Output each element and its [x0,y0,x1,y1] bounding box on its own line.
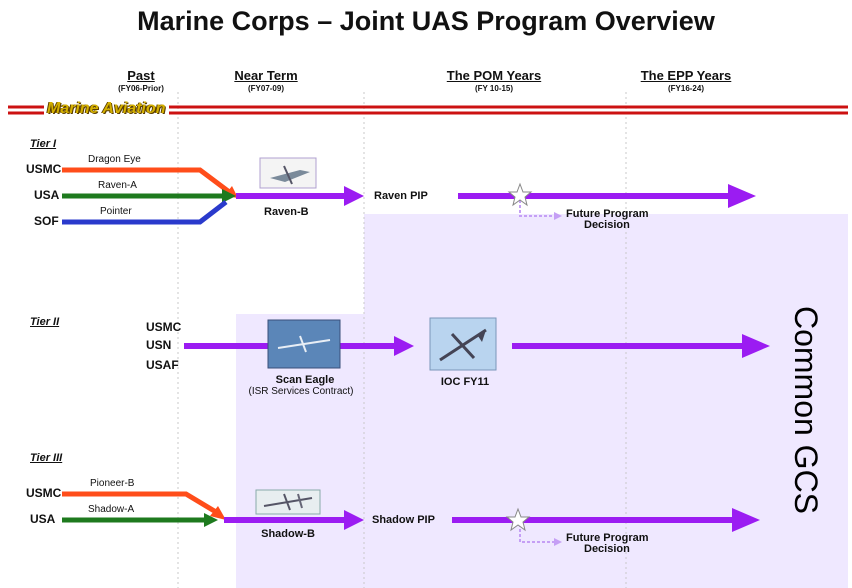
tier1-decision-line2: Decision [584,219,630,231]
tier1-decision-line1: Future Program [566,208,649,220]
tier2-label: Tier II [30,316,60,328]
shadow-b-photo-icon [255,489,321,515]
tier1-usmc-line [62,167,234,196]
tier2-system: Scan Eagle [275,374,335,386]
star-icon [507,182,533,207]
tier3-system-shadow-a: Shadow-A [88,504,135,515]
tier1-service-sof: SOF [34,214,59,228]
tier3-usmc-arrowhead [210,506,226,520]
column-sub-epp-years: (FY16-24) [667,84,704,93]
tier2-arrow1-head [394,336,414,356]
tier3-label: Tier III [30,452,63,464]
star-icon [505,507,531,532]
tier3-near-arrowhead [344,510,364,530]
tier1-near-arrowhead [344,186,364,206]
tier3-service-usmc: USMC [26,486,62,500]
scan-eagle-photo-icon [267,319,341,369]
tier3-decision-line2: Decision [584,543,630,555]
tier3-decision-arrowhead [554,538,562,546]
tier3-pip: Shadow PIP [372,514,435,526]
column-header-epp-years: The EPP Years [640,68,732,83]
tier1-near-system: Raven-B [264,206,309,218]
tier3-service-usa: USA [30,512,56,526]
tier3-system-pioneer-b: Pioneer-B [90,478,135,489]
page-title: Marine Corps – Joint UAS Program Overvie… [137,6,715,36]
tier3-usmc-line [62,491,218,515]
tier1-decision-arrowhead [554,212,562,220]
tier1-service-usa: USA [34,188,60,202]
tier1-system-dragon-eye: Dragon Eye [88,154,141,165]
tier2-service-usaf: USAF [146,358,179,372]
tier3-near-system: Shadow-B [261,528,315,540]
tier3-pom-arrowhead [732,508,760,532]
tier2-arrow2-head [742,334,770,358]
tier1-pip: Raven PIP [374,190,428,202]
tier1-system-pointer: Pointer [100,206,132,217]
tier1-service-usmc: USMC [26,162,62,176]
column-sub-past: (FY06-Prior) [118,84,164,93]
tier2-contract: (ISR Services Contract) [248,386,354,397]
column-header-near-term: Near Term [234,68,298,83]
column-header-past: Past [127,68,155,83]
tier2-service-usn: USN [146,338,172,352]
column-sub-near-term: (FY07-09) [247,84,284,93]
tier1-usa-arrowhead [222,189,236,203]
ioc-uav-photo-icon [429,317,497,371]
tier1-sof-line [62,200,228,225]
tier1-system-raven-a: Raven-A [98,180,137,191]
tier3-usa-arrowhead [204,513,218,527]
tier2-ioc: IOC FY11 [440,376,490,388]
tier3-decision-dashed [519,524,554,543]
tier2-service-usmc: USMC [146,320,182,334]
column-header-pom-years: The POM Years [446,68,542,83]
tier1-pom-arrowhead [728,184,756,208]
common-gcs-label: Common GCS [788,305,825,515]
future-region [236,214,848,588]
tier3-decision-line1: Future Program [566,532,649,544]
marine-aviation-label: Marine Aviation [44,100,169,118]
raven-b-photo-icon [259,157,317,189]
tier1-decision-dashed [519,200,554,217]
column-sub-pom-years: (FY 10-15) [474,84,514,93]
tier1-label: Tier I [30,138,57,150]
